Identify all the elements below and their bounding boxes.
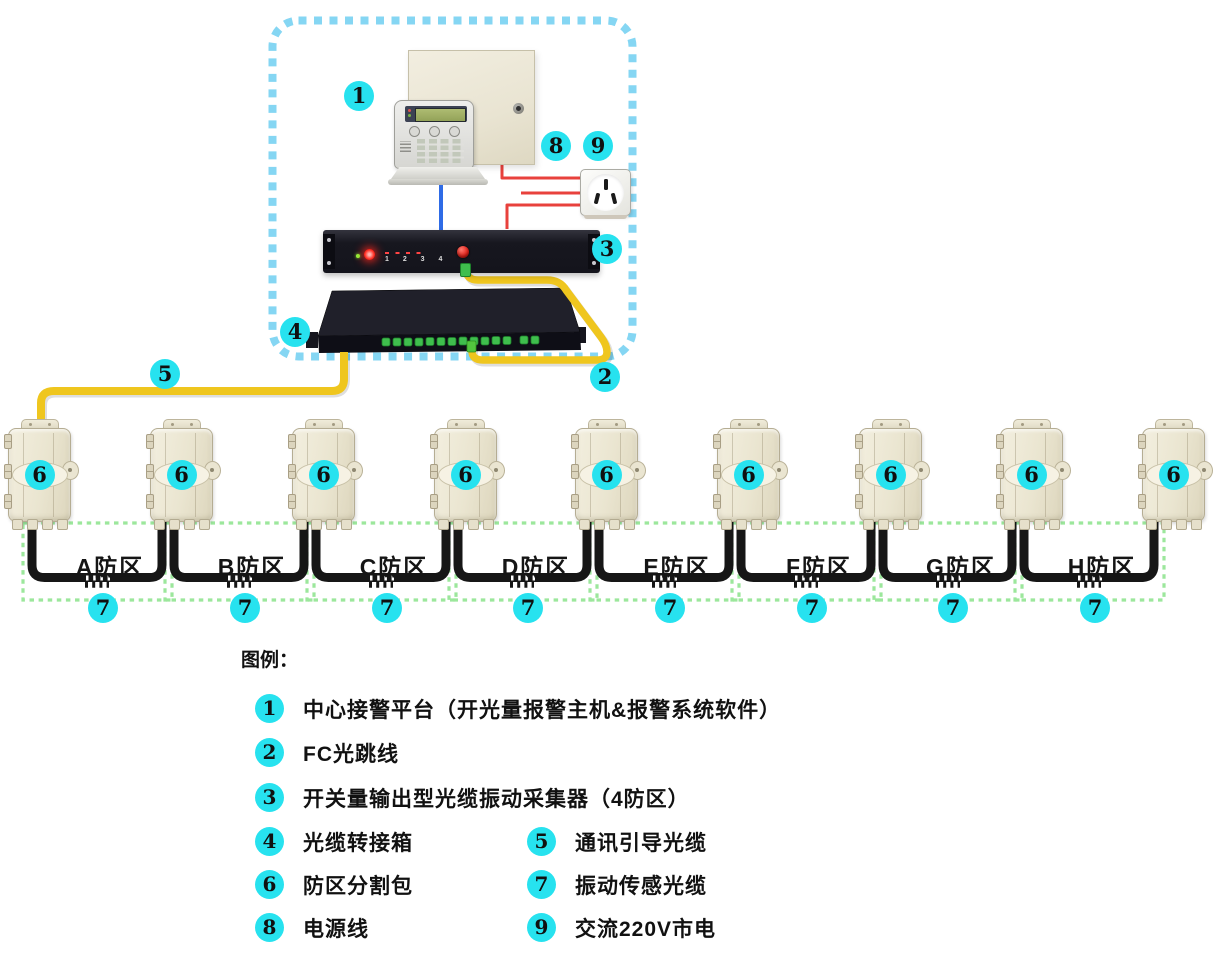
legend-badge: 8 <box>255 913 284 942</box>
legend-badge: 4 <box>255 827 284 856</box>
rack-screw <box>327 261 331 265</box>
legend-badge: 3 <box>255 783 284 812</box>
badge-6-splitter: 6 <box>733 460 764 490</box>
legend-text: 电源线 <box>303 917 369 941</box>
badge-6-splitter: 6 <box>591 460 622 490</box>
fiber-port <box>460 263 471 277</box>
badge-4-patch-box: 4 <box>280 317 310 347</box>
vibration-collector-rack: 1 2 3 4 <box>323 230 600 277</box>
legend-badge: 7 <box>527 870 556 899</box>
badge-7-sensor-cable: 7 <box>797 593 827 623</box>
legend-item: 8 电源线 <box>255 913 369 942</box>
legend-text: 通讯引导光缆 <box>575 831 707 855</box>
badge-7-sensor-cable: 7 <box>88 593 118 623</box>
zone-label: C防区 <box>359 554 429 580</box>
badge-7-sensor-cable: 7 <box>513 593 543 623</box>
zone-label: H防区 <box>1067 554 1137 580</box>
channel-indicator-leds <box>385 252 425 254</box>
badge-7-sensor-cable: 7 <box>655 593 685 623</box>
zone-label: B防区 <box>217 554 287 580</box>
badge-6-splitter: 6 <box>450 460 481 490</box>
zone-label: A防区 <box>75 554 145 580</box>
alarm-keypad <box>394 100 474 169</box>
badge-1-platform: 1 <box>344 81 374 111</box>
zone-label: G防区 <box>926 554 996 580</box>
outlet-slot <box>603 179 608 190</box>
power-wire-collector <box>505 203 580 229</box>
badge-6-splitter: 6 <box>166 460 197 490</box>
cabinet-lock-icon <box>513 103 524 114</box>
rack-screw <box>592 261 596 265</box>
legend-item: 2 FC光跳线 <box>255 738 399 767</box>
zone-label: E防区 <box>643 554 711 580</box>
legend-text: 振动传感光缆 <box>575 874 707 898</box>
zone-label: D防区 <box>501 554 571 580</box>
legend-text: 防区分割包 <box>303 874 413 898</box>
keypad-function-button <box>409 126 420 137</box>
power-led <box>356 254 360 258</box>
fc-jumper-cable-2 <box>462 268 611 364</box>
badge-5-guide-cable: 5 <box>150 359 180 389</box>
keypad-speaker-grille <box>400 141 411 152</box>
sensor-cables <box>27 517 1159 588</box>
legend-badge: 9 <box>527 913 556 942</box>
keypad-function-button <box>449 126 460 137</box>
badge-7-sensor-cable: 7 <box>938 593 968 623</box>
legend-item: 9 交流220V市电 <box>527 913 716 942</box>
keypad-function-button <box>429 126 440 137</box>
keypad-number-pad <box>417 139 464 163</box>
outlet-slot <box>593 192 601 205</box>
zone-label: F防区 <box>785 554 853 580</box>
legend-badge: 5 <box>527 827 556 856</box>
ac-outlet-icon <box>580 169 631 219</box>
zone-splitter-box <box>4 419 79 530</box>
zone-splitter-box <box>288 419 363 530</box>
legend-text: 交流220V市电 <box>575 917 717 941</box>
legend-title: 图例： <box>241 650 299 671</box>
legend-item: 4 光缆转接箱 <box>255 827 413 856</box>
badge-6-splitter: 6 <box>1158 460 1189 490</box>
badge-3-collector: 3 <box>592 234 622 264</box>
guide-cable-5 <box>37 352 348 424</box>
badge-6-splitter: 6 <box>24 460 55 490</box>
keypad-stand <box>391 167 485 179</box>
patch-box-top <box>317 287 581 337</box>
legend-item: 1 中心接警平台（开光量报警主机&报警系统软件） <box>255 694 781 723</box>
badge-2-fc-jumper: 2 <box>590 362 620 392</box>
outlet-socket-face <box>587 174 624 211</box>
rack-screw <box>327 238 331 242</box>
badge-9-mains: 9 <box>583 131 613 161</box>
legend-badge: 6 <box>255 870 284 899</box>
legend-item: 7 振动传感光缆 <box>527 870 707 899</box>
channel-labels: 1 2 3 4 <box>385 256 449 263</box>
badge-7-sensor-cable: 7 <box>372 593 402 623</box>
legend-text: FC光跳线 <box>303 742 399 766</box>
keypad-stand-base <box>388 179 488 185</box>
fc-connector-bottom <box>466 340 477 353</box>
control-room-dashed-border <box>268 16 637 361</box>
reset-button <box>457 246 469 258</box>
legend-badge: 1 <box>255 694 284 723</box>
badge-6-splitter: 6 <box>875 460 906 490</box>
power-wire-host <box>500 163 580 180</box>
badge-8-power-cord: 8 <box>541 131 571 161</box>
outlet-slot <box>610 192 618 205</box>
legend-text: 光缆转接箱 <box>303 831 413 855</box>
legend-text: 开关量输出型光缆振动采集器（4防区） <box>303 787 690 811</box>
badge-6-splitter: 6 <box>1016 460 1047 490</box>
badge-7-sensor-cable: 7 <box>230 593 260 623</box>
keypad-display-panel <box>405 106 467 122</box>
badge-6-splitter: 6 <box>308 460 339 490</box>
legend-text: 中心接警平台（开光量报警主机&报警系统软件） <box>303 698 782 722</box>
keypad-lcd-screen <box>415 108 466 122</box>
alarm-led <box>364 249 375 260</box>
badge-7-sensor-cable: 7 <box>1080 593 1110 623</box>
legend-item: 6 防区分割包 <box>255 870 413 899</box>
legend-badge: 2 <box>255 738 284 767</box>
zone-splitter-box <box>713 419 788 530</box>
legend-item: 5 通讯引导光缆 <box>527 827 707 856</box>
legend-item: 3 开关量输出型光缆振动采集器（4防区） <box>255 783 690 812</box>
